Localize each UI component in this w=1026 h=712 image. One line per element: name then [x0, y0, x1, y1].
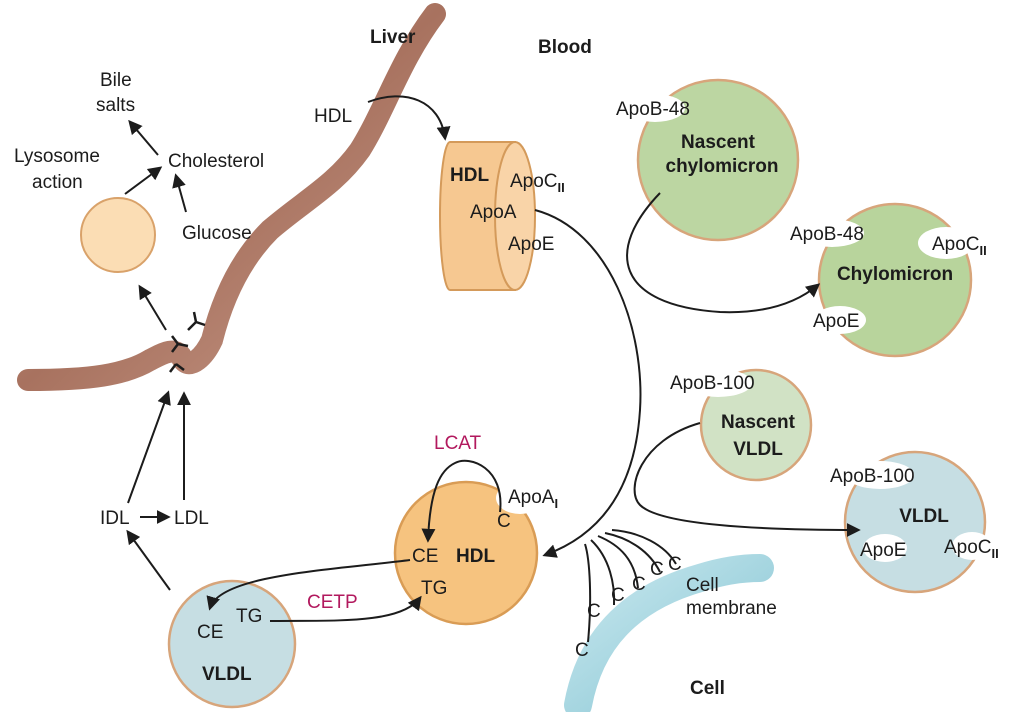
nascent-vldl-line2: VLDL: [733, 439, 783, 460]
cetp-label: CETP: [307, 592, 358, 613]
bile-salts-label-line2: salts: [96, 95, 135, 116]
cholesterol-efflux-lines: [584, 529, 677, 643]
nascent-vldl-particle: [699, 368, 813, 482]
liver-receptors: [169, 311, 206, 373]
nascent-chylomicron-line1: Nascent: [681, 132, 756, 153]
hdl-disc-apoa: ApoA: [470, 202, 517, 223]
lysosome-label-line2: action: [32, 172, 83, 193]
idl-label: IDL: [100, 508, 130, 529]
nascent-vldl-line1: Nascent: [721, 412, 796, 433]
hdl-sphere-tg: TG: [421, 578, 447, 599]
cell-membrane-label-line2: membrane: [686, 598, 777, 619]
hdl-sphere-ce: CE: [412, 546, 438, 567]
chylomicron-apoc: ApoCII: [932, 234, 987, 258]
cell-membrane-c-1: C: [575, 640, 589, 661]
bile-salts-label-line1: Bile: [100, 70, 132, 91]
arrow-lcat-loop: [421, 459, 502, 543]
nascent-vldl-apob: ApoB-100: [670, 373, 755, 394]
cell-membrane-c-4: C: [632, 574, 646, 595]
chylomicron-apoe: ApoE: [813, 311, 859, 332]
lcat-label: LCAT: [434, 433, 482, 454]
hdl-sphere-title: HDL: [456, 546, 495, 567]
hdl-incoming-label: HDL: [314, 106, 352, 127]
cell-membrane-c-5: C: [650, 559, 664, 580]
vldl-right-apoe: ApoE: [860, 540, 906, 561]
arrow-to-bile-salts: [128, 119, 159, 156]
cell-membrane-c-3: C: [611, 585, 625, 606]
vldl-left-tg: TG: [236, 606, 262, 627]
vldl-right-apoc: ApoCII: [944, 537, 999, 561]
vldl-left-ce: CE: [197, 622, 223, 643]
arrow-glucose-to-cholesterol: [172, 173, 187, 213]
arrow-vldl-to-idl: [126, 529, 171, 591]
lysosome-label-line1: Lysosome: [14, 146, 100, 167]
cell-membrane-c-2: C: [587, 601, 601, 622]
cell-membrane-c-6: C: [668, 554, 682, 575]
arrow-idl-to-receptor: [127, 390, 171, 504]
glucose-label: Glucose: [182, 223, 252, 244]
nascent-chylomicron-apob: ApoB-48: [616, 99, 690, 120]
liver-label: Liver: [370, 27, 416, 48]
vldl-left-title: VLDL: [202, 664, 252, 685]
ldl-label: LDL: [174, 508, 209, 529]
cell-label: Cell: [690, 678, 725, 699]
hdl-disc-apoc: ApoCII: [510, 171, 565, 195]
chylomicron-title: Chylomicron: [837, 264, 953, 285]
arrow-tg-to-hdl: [269, 595, 422, 622]
arrow-lysosome-to-cholesterol: [124, 166, 163, 195]
arrow-ce-to-vldl: [206, 559, 411, 611]
cell-membrane: [564, 554, 774, 712]
hdl-disc-title: HDL: [450, 165, 489, 186]
arrow-nascent-vldl-to-vldl: [633, 422, 861, 537]
hdl-disc-apoe: ApoE: [508, 234, 554, 255]
arrow-apoa-to-hdl-sphere: [534, 209, 642, 558]
nascent-chylomicron-particle: [636, 78, 800, 242]
arrow-receptor-to-lysosome: [138, 284, 167, 331]
hdl-sphere-c: C: [497, 511, 511, 532]
hdl-disc: [439, 141, 536, 291]
connector-arrows: [124, 95, 861, 643]
cholesterol-label: Cholesterol: [168, 151, 264, 172]
arrow-nascent-chylo-to-chylo: [626, 192, 821, 314]
chylomicron-apob: ApoB-48: [790, 224, 864, 245]
nascent-chylomicron-line2: chylomicron: [666, 156, 779, 177]
vldl-left-particle: [167, 579, 297, 709]
hdl-sphere-apoa: ApoAI: [508, 487, 558, 511]
lysosome: [80, 197, 156, 273]
arrow-hdl-to-liver: [367, 95, 451, 141]
vldl-right-apob: ApoB-100: [830, 466, 915, 487]
vldl-right-title: VLDL: [899, 506, 949, 527]
apoprotein-notches: [496, 94, 992, 562]
liver-membrane: [17, 3, 446, 391]
blood-label: Blood: [538, 37, 592, 58]
cell-membrane-label-line1: Cell: [686, 575, 719, 596]
